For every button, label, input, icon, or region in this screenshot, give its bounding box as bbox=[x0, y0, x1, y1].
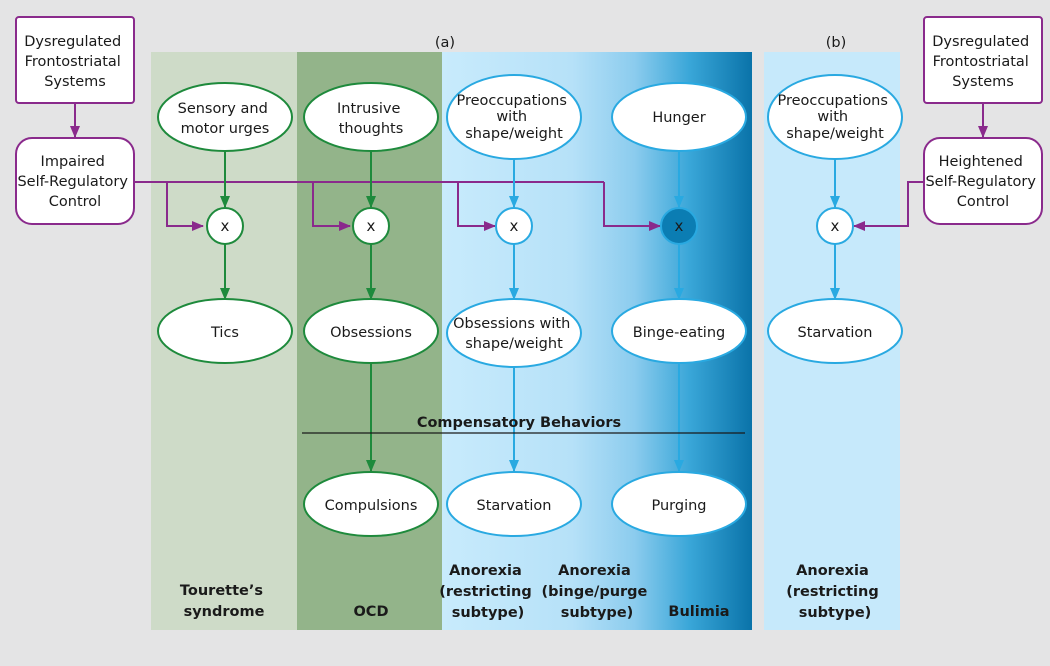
intrusive-thoughts-text: Intrusive thoughts bbox=[337, 101, 405, 137]
ocd-multiply-symbol: x bbox=[367, 217, 376, 235]
heightened-control-arrow bbox=[853, 181, 924, 231]
right-dysregulated-text: Dysregulated Frontostriatal Systems bbox=[932, 34, 1034, 90]
purging-text: Purging bbox=[651, 498, 706, 514]
obsessions-shape-weight-text: Obsessions with shape/weight bbox=[453, 316, 575, 352]
control-arrow-anorexia bbox=[457, 182, 496, 231]
bulimia-multiply-node bbox=[660, 207, 698, 245]
hunger-text: Hunger bbox=[652, 110, 705, 126]
bulimia-multiply-symbol: x bbox=[675, 217, 684, 235]
anorexia-multiply-symbol: x bbox=[510, 217, 519, 235]
control-arrow-ocd bbox=[312, 182, 351, 231]
tourette-label: Tourette’s syndrome bbox=[180, 583, 268, 620]
binge-eating-text: Binge-eating bbox=[633, 325, 725, 341]
purging-node bbox=[611, 471, 747, 537]
sensory-motor-urges-node bbox=[157, 82, 293, 152]
compulsions-text: Compulsions bbox=[325, 498, 418, 514]
preoccupations-text-a: Preoccupations with shape/weight bbox=[456, 93, 571, 142]
anorexia-multiply-node bbox=[495, 207, 533, 245]
preoccupations-node-a bbox=[446, 74, 582, 160]
tourette-multiply-node bbox=[206, 207, 244, 245]
tics-node bbox=[157, 298, 293, 364]
intrusive-thoughts-node bbox=[303, 82, 439, 152]
starvation-text-b: Starvation bbox=[798, 325, 873, 341]
starvation-node-a bbox=[446, 471, 582, 537]
panel-a-title: (a) bbox=[435, 35, 455, 51]
anorexia-restricting-label: Anorexia (restricting subtype) bbox=[439, 563, 537, 621]
left-dysregulated-text: Dysregulated Frontostriatal Systems bbox=[24, 34, 126, 90]
tics-text: Tics bbox=[210, 325, 239, 341]
preoccupations-node-b bbox=[767, 74, 903, 160]
obsessions-shape-weight-node bbox=[446, 298, 582, 368]
starvation-node-b bbox=[767, 298, 903, 364]
panel-b-title: (b) bbox=[826, 35, 847, 51]
ocd-label: OCD bbox=[353, 604, 388, 620]
anorexia-binge-purge-label: Anorexia (binge/purge subtype) bbox=[542, 563, 653, 621]
sensory-motor-urges-text: Sensory and motor urges bbox=[178, 101, 273, 137]
panel-b-multiply-node bbox=[816, 207, 854, 245]
starvation-text-a: Starvation bbox=[477, 498, 552, 514]
binge-eating-node bbox=[611, 298, 747, 364]
control-arrow-bulimia bbox=[603, 182, 661, 231]
compensatory-behaviors-label: Compensatory Behaviors bbox=[417, 415, 621, 431]
compulsions-node bbox=[303, 471, 439, 537]
panel-b-multiply-symbol: x bbox=[831, 217, 840, 235]
left-control-text: Impaired Self-Regulatory Control bbox=[17, 154, 132, 210]
obsessions-text: Obsessions bbox=[330, 325, 412, 341]
preoccupations-text-b: Preoccupations with shape/weight bbox=[777, 93, 892, 142]
ocd-multiply-node bbox=[352, 207, 390, 245]
tourette-multiply-symbol: x bbox=[221, 217, 230, 235]
obsessions-node bbox=[303, 298, 439, 364]
control-arrow-tics bbox=[166, 182, 204, 231]
right-control-text: Heightened Self-Regulatory Control bbox=[925, 154, 1040, 210]
panel-b-anorexia-label: Anorexia (restricting subtype) bbox=[786, 563, 884, 621]
hunger-node bbox=[611, 82, 747, 152]
bulimia-label: Bulimia bbox=[668, 604, 729, 620]
